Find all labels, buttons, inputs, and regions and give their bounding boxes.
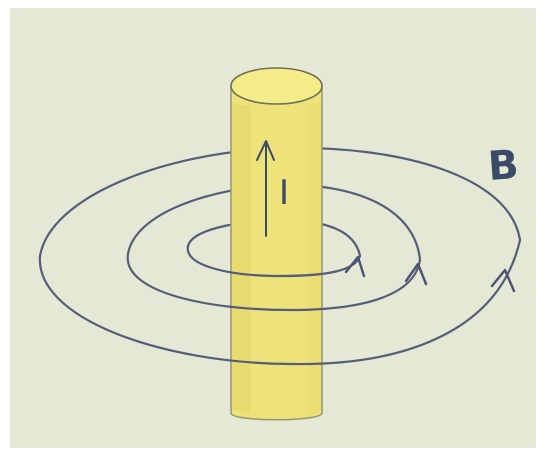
magnetic-field-label: B bbox=[487, 145, 520, 187]
wire-shading-right bbox=[308, 102, 321, 414]
wire-top bbox=[231, 68, 322, 104]
wire-shading bbox=[232, 104, 250, 414]
magnetic-field-diagram bbox=[10, 8, 536, 448]
wire-cylinder bbox=[231, 68, 322, 420]
current-label: I bbox=[279, 176, 289, 210]
sketch-paper: I B bbox=[10, 8, 536, 448]
